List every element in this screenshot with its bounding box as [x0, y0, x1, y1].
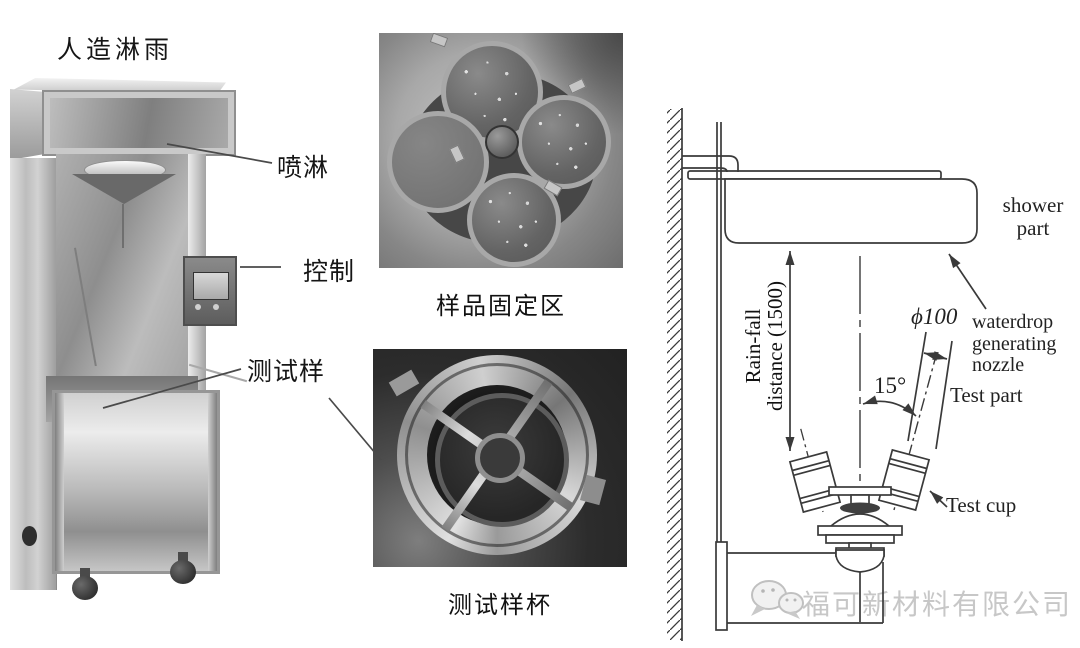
caster-wheel	[170, 560, 196, 584]
pivot-plate-lower	[825, 534, 895, 544]
mount-plate	[715, 541, 728, 631]
nozzle-label: waterdrop generating nozzle	[972, 311, 1057, 377]
sample-fixing-area-photo	[379, 33, 623, 268]
figure-title: 人造淋雨	[57, 37, 174, 64]
nozzle-leader	[948, 253, 987, 310]
pivot-plate-upper	[817, 525, 903, 536]
spray-funnel	[72, 174, 176, 204]
diameter-witness-line	[907, 331, 927, 442]
control-panel-screen	[193, 272, 229, 300]
sample-cup	[387, 111, 489, 213]
test-cup-label: Test cup	[946, 493, 1017, 517]
pivot-stem	[850, 494, 870, 507]
supply-pipe-inner	[682, 167, 728, 173]
supply-pipe	[682, 155, 739, 172]
angle-label: 15°	[874, 373, 907, 398]
wechat-icon	[751, 580, 804, 619]
watermark-company: 福可新材料有限公司	[802, 590, 1073, 621]
caster-wheel	[72, 576, 98, 600]
wall-hatching	[667, 109, 682, 640]
caster-wheel	[22, 526, 37, 546]
machine-canopy-side	[10, 88, 44, 160]
cup-bracket	[828, 486, 892, 496]
sample-cup	[517, 95, 611, 189]
rain-test-machine-photo	[10, 78, 248, 608]
nozzle-diameter-label: ϕ100	[911, 304, 958, 329]
rainfall-distance-line2: distance (1500)	[763, 280, 787, 412]
test-cup-photo	[373, 349, 627, 567]
ridged-collar	[840, 502, 880, 514]
test-cup-caption: 测试样杯	[448, 593, 552, 619]
ball-joint	[835, 549, 885, 573]
test-cup-right-shape	[877, 448, 931, 512]
angle-arc	[862, 395, 917, 417]
sample-cup	[467, 173, 561, 267]
pivot-neck	[848, 542, 872, 551]
control-panel	[183, 256, 237, 326]
test-cup-leader	[929, 490, 948, 508]
machine-left-column	[10, 158, 57, 590]
joint-housing	[835, 547, 885, 557]
test-part-label: Test part	[950, 383, 1023, 407]
shower-lid	[687, 170, 942, 180]
control-label: 控制	[303, 259, 356, 286]
pivot-dome	[830, 513, 890, 527]
shower-tank	[724, 178, 978, 244]
machine-lower-cabinet	[52, 390, 220, 574]
test-sample-label: 测试样	[247, 359, 326, 386]
shower-part-label: shower part	[1002, 193, 1064, 240]
spray-label: 喷淋	[277, 155, 330, 182]
test-cup-left-shape	[788, 428, 842, 514]
rainfall-distance-label: Rain-fall distance (1500)	[741, 261, 788, 431]
machine-canopy-front	[42, 90, 236, 156]
rainfall-distance-line1: Rain-fall	[741, 308, 765, 384]
diameter-dimension	[923, 351, 948, 361]
sample-area-caption: 样品固定区	[436, 294, 566, 320]
